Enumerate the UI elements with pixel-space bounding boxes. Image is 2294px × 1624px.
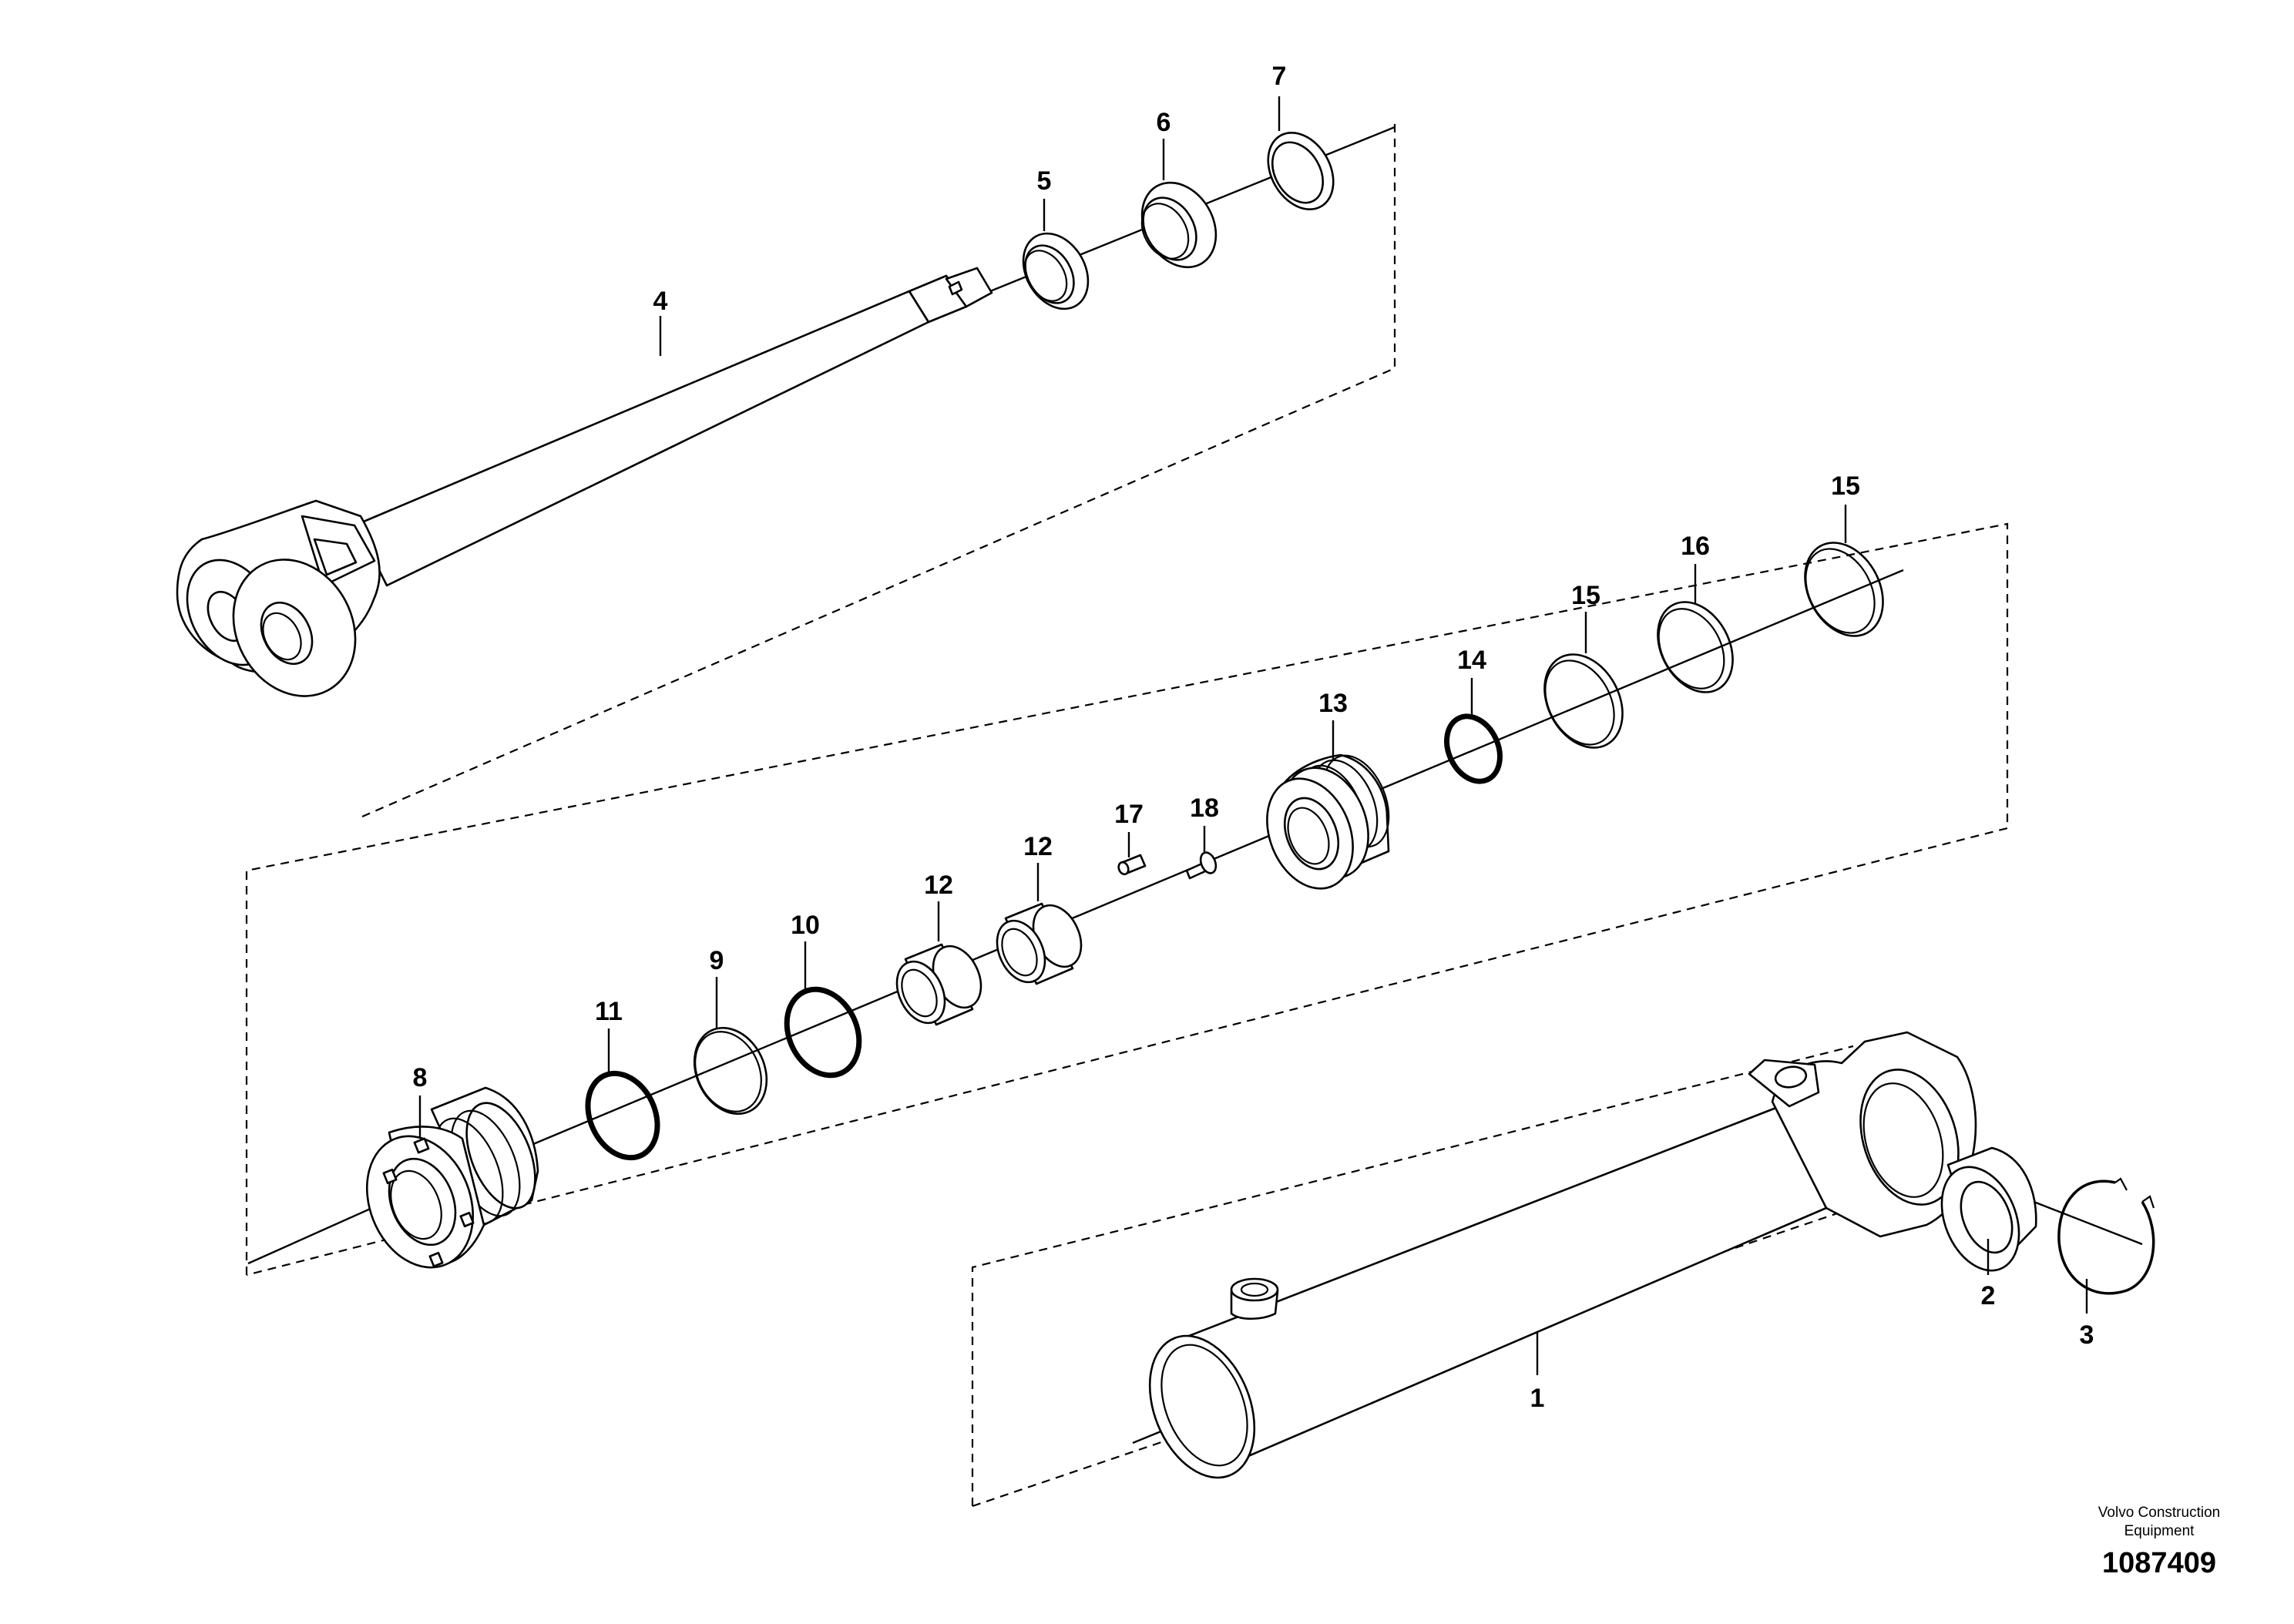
callout-1: 1 — [1530, 1384, 1545, 1413]
callout-16: 16 — [1681, 532, 1710, 561]
wear-ring-part-12-a — [895, 943, 982, 1026]
wear-ring-part-12-b — [996, 902, 1083, 985]
callout-5: 5 — [1037, 166, 1052, 196]
callout-4: 4 — [653, 287, 668, 316]
circlip-part-3 — [2057, 1177, 2155, 1295]
seal-part-6 — [1140, 181, 1218, 269]
callout-18: 18 — [1190, 794, 1219, 823]
manufacturer-line-2: Equipment — [2124, 1523, 2195, 1539]
piston-part-13 — [1266, 753, 1390, 890]
callout-labels: 4 5 6 7 8 9 10 11 12 12 17 18 13 14 15 1… — [413, 62, 2094, 1413]
seal-part-15-a — [1543, 653, 1624, 749]
callout-3: 3 — [2080, 1320, 2094, 1350]
callout-12-a: 12 — [924, 871, 953, 900]
drawing-number: 1087409 — [2102, 1547, 2216, 1579]
o-ring-part-11 — [585, 1070, 660, 1161]
drawing-credit: Volvo Construction Equipment 1087409 — [2071, 1504, 2248, 1580]
seal-part-16 — [1657, 601, 1734, 693]
seal-part-7 — [1267, 132, 1335, 210]
callout-10: 10 — [791, 911, 820, 940]
callout-8: 8 — [413, 1063, 428, 1092]
o-ring-part-10 — [784, 986, 862, 1079]
callout-7: 7 — [1272, 62, 1287, 91]
cylinder-head-part-8 — [366, 1086, 539, 1269]
bushing-part-2 — [1940, 1146, 2037, 1272]
callout-15-b: 15 — [1831, 471, 1860, 501]
callout-2: 2 — [1981, 1281, 1996, 1310]
cylinder-tube-part-1 — [1132, 1031, 2143, 1479]
rod-group-frame — [361, 123, 1396, 818]
pin-part-17 — [1117, 854, 1147, 876]
callout-9: 9 — [710, 946, 724, 975]
seal-part-5 — [1022, 232, 1090, 310]
callout-15-a: 15 — [1571, 581, 1600, 610]
seal-part-15-b — [1804, 542, 1884, 637]
callout-13: 13 — [1318, 689, 1348, 718]
o-ring-part-14 — [1444, 713, 1503, 784]
callout-14: 14 — [1457, 646, 1486, 675]
callout-6: 6 — [1157, 108, 1171, 137]
callout-12-b: 12 — [1023, 832, 1053, 861]
callout-17: 17 — [1114, 800, 1144, 829]
manufacturer-line-1: Volvo Construction — [2098, 1505, 2221, 1521]
cylinder-group-frame — [971, 1045, 1854, 1508]
callout-11: 11 — [595, 997, 623, 1026]
screw-part-18 — [1185, 851, 1218, 880]
leader-lines — [418, 96, 2088, 1375]
backup-ring-part-9 — [693, 1026, 768, 1116]
piston-rod-part-4 — [176, 126, 1396, 697]
piston-group-frame — [245, 522, 2009, 1277]
